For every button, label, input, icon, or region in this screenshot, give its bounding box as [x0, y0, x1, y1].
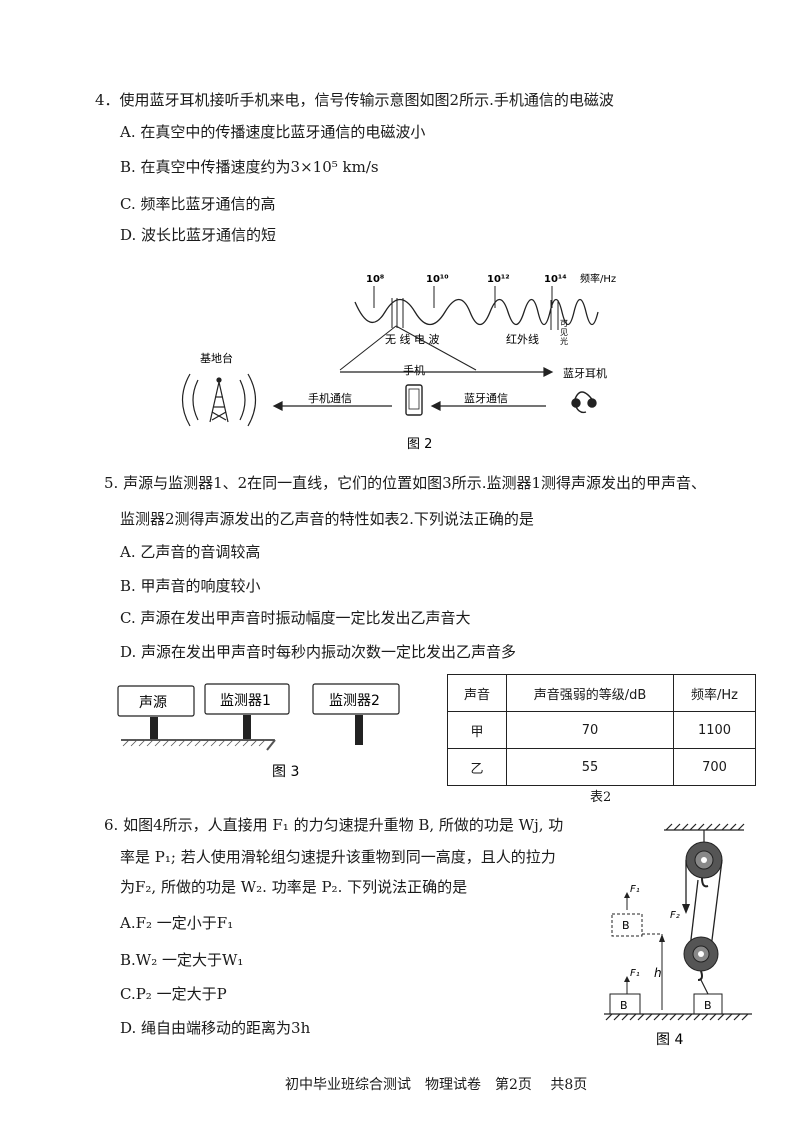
freq-label-1e12: 10¹²	[487, 274, 510, 285]
freq-unit: 频率/Hz	[580, 272, 616, 285]
monitor2-box	[312, 683, 400, 715]
table-2: 声音 声音强弱的等级/dB 频率/Hz 甲 70 1100 乙 55 700	[447, 674, 756, 786]
freq-label-1e14: 10¹⁴	[544, 274, 567, 285]
table-row: 乙 55 700	[447, 748, 756, 786]
figure-3: 声源 监测器1 监测器2 图 3	[117, 683, 400, 780]
figure-4: F₂ F₁ B h F₁ B B	[604, 823, 752, 1048]
q5-option-b: B. 甲声音的响度较小	[120, 577, 261, 595]
freq-label-1e8: 10⁸	[366, 274, 384, 285]
table-cell: 1100	[673, 711, 756, 749]
q4-option-c: C. 频率比蓝牙通信的高	[120, 195, 276, 213]
antenna-tower-icon	[181, 373, 257, 427]
table-cell: 55	[506, 748, 674, 786]
figure-3-caption: 图 3	[272, 764, 299, 780]
band-visible-label-3: 光	[560, 336, 568, 346]
q5-option-c: C. 声源在发出甲声音时振动幅度一定比发出乙声音大	[120, 609, 471, 627]
table-row: 甲 70 1100	[447, 711, 756, 749]
source-label: 声源	[139, 695, 167, 711]
table-header-sound: 声音	[447, 674, 507, 712]
band-visible-label-2: 见	[560, 328, 568, 337]
headset-icon	[571, 391, 597, 414]
q4-option-b: B. 在真空中传播速度约为3×10⁵ km/s	[120, 158, 379, 176]
freq-label-1e10: 10¹⁰	[426, 274, 449, 285]
band-radio-label: 无 线 电 波	[385, 332, 440, 346]
monitor2-label: 监测器2	[329, 693, 380, 709]
source-box	[117, 685, 195, 717]
q6-option-a: A.F₂ 一定小于F₁	[120, 914, 234, 932]
q4-option-d: D. 波长比蓝牙通信的短	[120, 226, 277, 244]
table-header-frequency: 频率/Hz	[673, 674, 756, 712]
phone-label: 手机	[403, 363, 425, 377]
table-cell: 甲	[447, 711, 507, 749]
table-cell: 700	[673, 748, 756, 786]
dashed-box-b	[611, 913, 643, 937]
q6-line2: 率是 P₁; 若人使用滑轮组匀速提升该重物到同一高度，且人的拉力	[120, 848, 556, 866]
band-infrared-label: 红外线	[506, 332, 539, 346]
force-f1-label-upper: F₁	[630, 884, 640, 895]
q5-stem-line1: 5. 声源与监测器1、2在同一直线，它们的位置如图3所示.监测器1测得声源发出的…	[104, 474, 707, 492]
force-f2-label: F₂	[670, 910, 680, 921]
fixed-pulley	[685, 841, 723, 888]
table-cell: 70	[506, 711, 674, 749]
figure-2-caption: 图 2	[407, 437, 432, 452]
q5-option-a: A. 乙声音的音调较高	[120, 543, 261, 561]
box-b-label-left: B	[620, 999, 628, 1012]
page-footer: 初中毕业班综合测试 物理试卷 第2页 共8页	[285, 1077, 588, 1093]
box-b-label-right: B	[704, 999, 712, 1012]
monitor1-box	[204, 683, 290, 715]
q4-stem: 4．使用蓝牙耳机接听手机来电，信号传输示意图如图2所示.手机通信的电磁波	[95, 91, 614, 109]
height-h-label: h	[654, 966, 662, 980]
table-2-caption: 表2	[590, 790, 612, 805]
monitor1-label: 监测器1	[220, 693, 271, 709]
q4-option-a: A. 在真空中的传播速度比蓝牙通信的电磁波小	[120, 123, 426, 141]
force-f1-label-lower: F₁	[630, 968, 640, 979]
bt-comm-label: 蓝牙通信	[464, 392, 508, 405]
q6-option-d: D. 绳自由端移动的距离为3h	[120, 1019, 311, 1037]
q6-option-c: C.P₂ 一定大于P	[120, 985, 227, 1003]
phone-icon	[405, 384, 423, 416]
phone-comm-label: 手机通信	[308, 391, 352, 405]
box-b-label-upper: B	[622, 919, 630, 932]
table-header-level: 声音强弱的等级/dB	[506, 674, 674, 712]
earphone-label: 蓝牙耳机	[563, 366, 607, 380]
movable-pulley	[683, 936, 719, 995]
table-cell: 乙	[447, 748, 507, 786]
band-visible-label-1: 可	[560, 319, 568, 328]
figure-2: 10⁸ 10¹⁰ 10¹² 10¹⁴ 频率/Hz 无 线 电 波 红外线 可 见…	[181, 272, 616, 452]
q6-option-b: B.W₂ 一定大于W₁	[120, 951, 244, 969]
base-station-label: 基地台	[200, 351, 233, 365]
q5-stem-line2: 监测器2测得声源发出的乙声音的特性如表2.下列说法正确的是	[120, 510, 534, 528]
figure-4-caption: 图 4	[656, 1032, 683, 1048]
q6-line1: 6. 如图4所示，人直接用 F₁ 的力匀速提升重物 B, 所做的功是 Wj, 功	[104, 816, 564, 834]
q6-line3: 为F₂, 所做的功是 W₂. 功率是 P₂. 下列说法正确的是	[120, 878, 468, 896]
q5-option-d: D. 声源在发出甲声音时每秒内振动次数一定比发出乙声音多	[120, 643, 517, 661]
